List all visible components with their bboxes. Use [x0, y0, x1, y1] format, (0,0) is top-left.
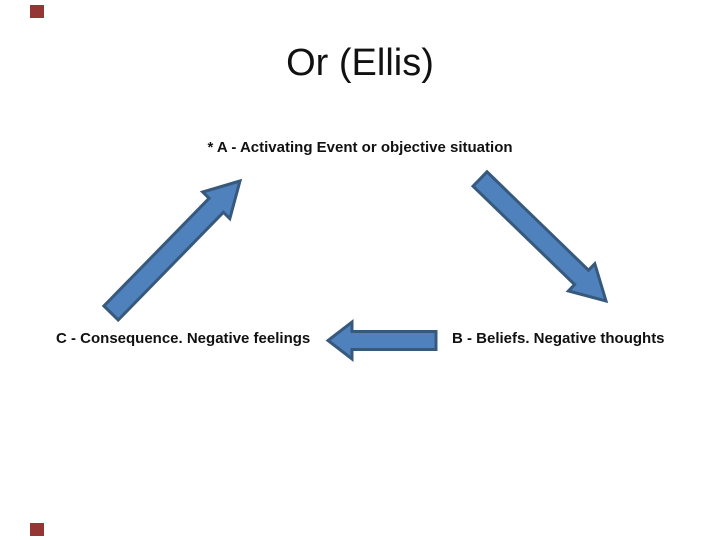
- arrow-c-to-a-icon: [101, 178, 243, 323]
- corner-marker-bottom-left: [30, 523, 44, 536]
- arrow-b-to-c-icon: [325, 318, 438, 363]
- corner-marker-top-left: [30, 5, 44, 18]
- node-label-consequence: C - Consequence. Negative feelings: [56, 330, 311, 347]
- arrow-a-to-b-icon: [470, 169, 609, 304]
- slide-title: Or (Ellis): [286, 42, 434, 84]
- node-label-activating-event: * A - Activating Event or objective situ…: [207, 139, 513, 156]
- node-label-beliefs: B - Beliefs. Negative thoughts: [452, 330, 665, 347]
